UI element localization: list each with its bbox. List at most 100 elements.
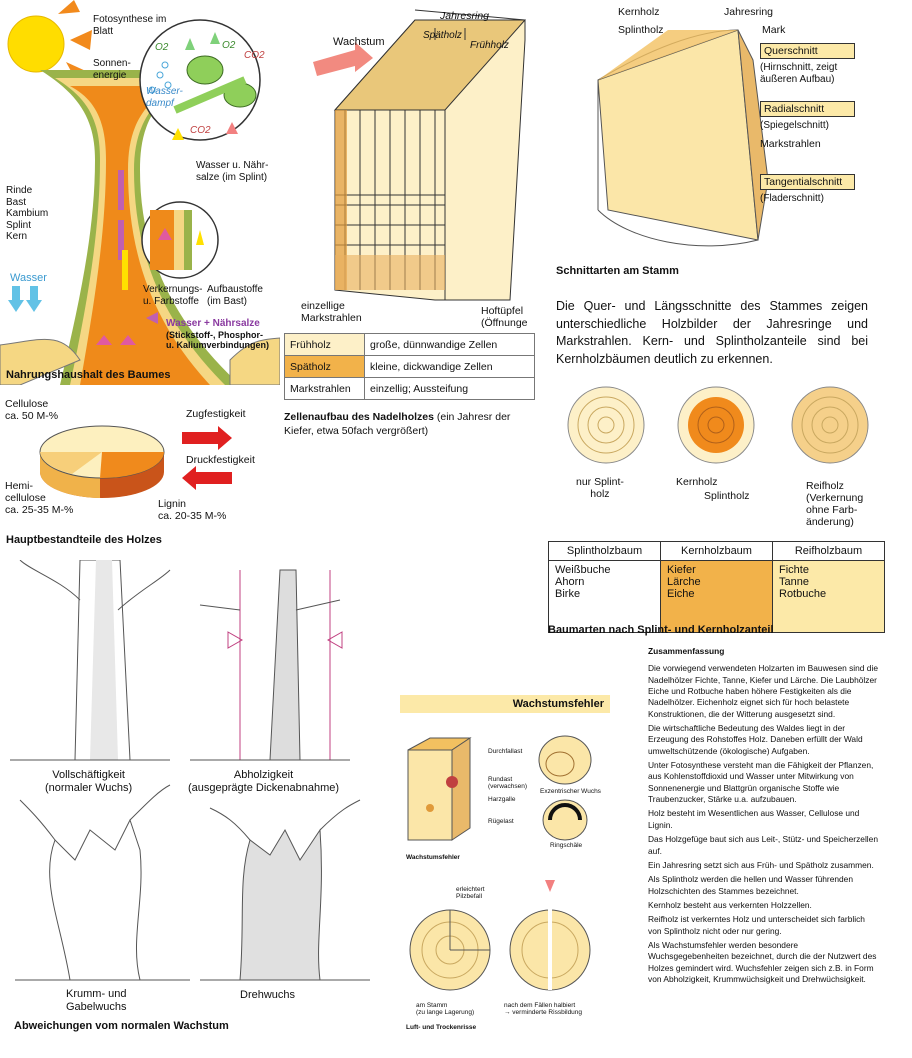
components-figure: Cellulose ca. 50 M-% Hemi- cellulose ca.… <box>0 392 280 532</box>
cell-table: Frühholz große, dünnwandige Zellen Späth… <box>284 333 535 400</box>
nutrition-figure: Fotosynthese im Blatt Sonnen- energie O2… <box>0 0 281 386</box>
pilz-label: erleichtert Pilzbefall <box>456 886 485 901</box>
species-cell: Fichte Tanne Rotbuche <box>772 560 885 633</box>
mark-label: Mark <box>762 24 786 36</box>
growth-forms-caption: Abweichungen vom normalen Wachstum <box>14 1020 229 1032</box>
dreh-label: Drehwuchs <box>240 989 296 1001</box>
rings-figure: nur Splint- holz Kernholz Splintholz Rei… <box>548 380 912 530</box>
radial-sub: (Spiegelschnitt) <box>760 120 829 131</box>
summary-paragraph: Als Splintholz werden die hellen und Was… <box>648 874 853 896</box>
quer-box: Querschnitt <box>760 43 855 59</box>
layer-splint: Splint <box>6 219 32 231</box>
kernholz-label: Kernholz <box>618 6 660 18</box>
growth-trees <box>10 559 370 981</box>
abholz-label: Abholzigkeit (ausgeprägte Dickenabnahme) <box>188 769 340 794</box>
nutrient-detail-label: (Stickstoff-, Phosphor- u. Kaliumverbind… <box>166 330 270 351</box>
tangential-box: Tangentialschnitt <box>760 174 855 190</box>
cuts-text: Die Quer- und Längsschnitte des Stammes … <box>556 299 868 366</box>
kern-ring-label: Kernholz <box>676 476 718 488</box>
reif-ring-label: Reifholz (Verkernung ohne Farb- änderung… <box>806 480 864 529</box>
defects-title: Wachstumsfehler <box>512 698 604 710</box>
radial-box: Radialschnitt <box>760 101 855 117</box>
vollschaft-label: Vollschäftigkeit (normaler Wuchs) <box>45 769 133 794</box>
rays-label: einzellige Markstrahlen <box>301 300 362 325</box>
cell-block-illustration <box>313 9 527 301</box>
cellulose-label: Cellulose ca. 50 M-% <box>5 398 59 423</box>
species-cell: Weißbuche Ahorn Birke <box>548 560 661 633</box>
cell-caption: Zellenaufbau des Nadelholzes (ein Jahres… <box>284 410 539 438</box>
exzentrisch-label: Exzentrischer Wuchs <box>540 788 601 795</box>
growth-forms-figure: Vollschäftigkeit (normaler Wuchs) Abholz… <box>0 559 380 1040</box>
halbiert-label: nach dem Fällen halbiert → verminderte R… <box>504 1002 583 1017</box>
latewood-label: Spätholz <box>423 30 462 41</box>
splintholz-label: Splintholz <box>618 24 664 36</box>
cell-figure: Wachstum Jahresring Spätholz Frühholz ei… <box>285 0 545 330</box>
pits-label: Hoftüpfel (Öffnunge <box>481 305 528 330</box>
species-caption: Baumarten nach Splint- und Kernholzantei… <box>548 624 774 636</box>
o2-label-1: O2 <box>155 42 169 53</box>
water-label: Wasser <box>10 272 47 284</box>
species-header: Splintholzbaum <box>548 541 661 561</box>
components-pie <box>39 425 232 498</box>
summary-paragraph: Die wirtschaftliche Bedeutung des Waldes… <box>648 723 863 756</box>
durchfall-label: Durchfallast <box>488 748 523 755</box>
tensile-label: Zugfestigkeit <box>186 408 246 420</box>
markstrahlen-label: Markstrahlen <box>760 138 821 150</box>
summary-paragraph: Ein Jahresring setzt sich aus Früh- und … <box>648 859 874 870</box>
tangential-sub: (Fladerschnitt) <box>760 193 824 204</box>
cell-caption-bold: Zellenaufbau des Nadelholzes <box>284 411 434 423</box>
aufbau-label: Aufbaustoffe (im Bast) <box>207 284 263 307</box>
ringschaele-label: Ringschäle <box>550 842 583 849</box>
cuts-caption: Schnittarten am Stamm <box>556 265 679 277</box>
harzgalle-label: Harzgalle <box>488 796 516 803</box>
defects-figure: Durchfallast Rundast (verwachsen) Harzga… <box>400 720 615 1040</box>
splint-only-label: nur Splint- holz <box>576 476 624 501</box>
summary-paragraph: Reifholz ist verkerntes Holz und untersc… <box>648 914 865 936</box>
summary-paragraph: Kernholz besteht aus verkernten Holzzell… <box>648 899 812 910</box>
summary-box: Zusammenfassung Die vorwiegend verwendet… <box>648 646 878 988</box>
solar-energy-label: Sonnen- energie <box>93 58 131 81</box>
table-cell: kleine, dickwandige Zellen <box>364 355 535 378</box>
table-cell: einzellig; Aussteifung <box>364 377 535 400</box>
photosynthesis-label-text: Fotosynthese im Blatt <box>93 14 167 37</box>
quer-sub: (Hirnschnitt, zeigt äußeren Aufbau) <box>760 62 838 85</box>
stamm-label: am Stamm (zu lange Lagerung) <box>416 1002 475 1017</box>
species-header: Reifholzbaum <box>772 541 885 561</box>
species-cell: Kiefer Lärche Eiche <box>660 560 773 633</box>
cuts-figure: Kernholz Jahresring Splintholz Mark Quer… <box>548 0 912 270</box>
growth-label: Wachstum <box>333 36 385 48</box>
layer-kambium: Kambium <box>6 208 49 219</box>
table-cell: große, dünnwandige Zellen <box>364 333 535 356</box>
cuts-illustration <box>597 29 769 247</box>
summary-paragraph: Das Holzgefüge baut sich aus Leit-, Stüt… <box>648 834 878 856</box>
krumm-label: Krumm- und Gabelwuchs <box>66 988 127 1013</box>
layer-rinde: Rinde <box>6 185 33 196</box>
table-cell: Markstrahlen <box>284 377 365 400</box>
ring-discs <box>567 386 869 464</box>
co2-label-1: CO2 <box>244 50 265 61</box>
rundast-label: Rundast (verwachsen) <box>488 776 528 791</box>
cell-caption-rest: (ein Jahresr der Kiefer, etwa 50fach ver… <box>284 411 511 438</box>
compressive-label: Druckfestigkeit <box>186 454 255 466</box>
tree-illustration <box>0 0 281 386</box>
o2-label-2: O2 <box>222 40 236 51</box>
summary-paragraph: Holz besteht im Wesentlichen aus Wasser,… <box>648 808 860 830</box>
splint-ring-label: Splintholz <box>704 490 750 502</box>
ruegelast-label: Rügelast <box>488 818 514 825</box>
summary-paragraph: Als Wachstumsfehler werden besondere Wuc… <box>648 939 877 984</box>
species-header: Kernholzbaum <box>660 541 773 561</box>
layer-labels: Rinde Bast Kambium Splint Kern <box>6 185 48 243</box>
summary-paragraph: Die vorwiegend verwendeten Holzarten im … <box>648 663 878 719</box>
risse-label: Luft- und Trockenrisse <box>406 1024 477 1031</box>
layer-bast: Bast <box>6 196 27 208</box>
verkernung-label: Verkernungs- u. Farbstoffe <box>143 284 203 307</box>
nutrient-salts-label: Wasser + Nährsalze <box>166 318 260 329</box>
jahresring-label: Jahresring <box>724 6 774 18</box>
nutrition-caption: Nahrungshaushalt des Baumes <box>6 369 171 381</box>
water-nutrient-splint-label: Wasser u. Nähr- salze (im Splint) <box>196 160 269 183</box>
earlywood-label: Frühholz <box>470 40 509 51</box>
water-vapor-label: Wasser- dampf <box>146 86 183 109</box>
hemicellulose-label: Hemi- cellulose ca. 25-35 M-% <box>5 480 74 517</box>
annual-ring-label: Jahresring <box>440 10 490 22</box>
lignin-label: Lignin ca. 20-35 M-% <box>158 498 227 523</box>
